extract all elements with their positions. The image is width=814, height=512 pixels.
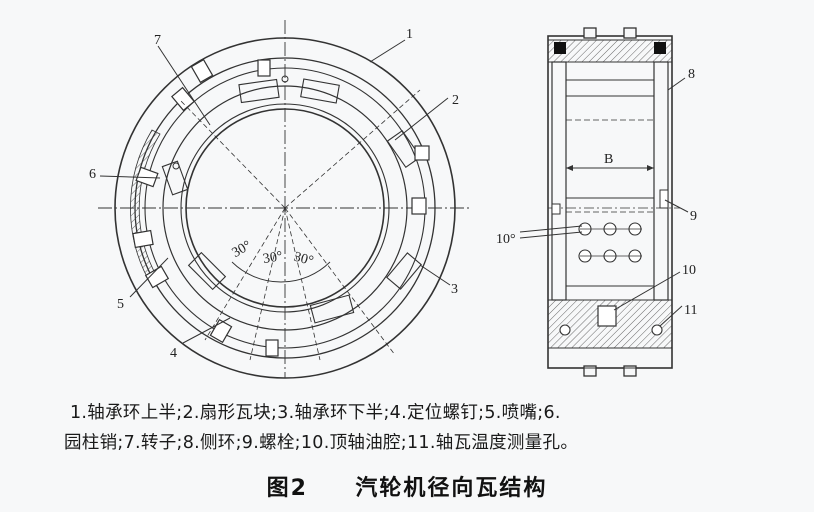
pad-inner-circle [180, 103, 390, 313]
angle-label-c: 30° [292, 250, 315, 270]
label-4: 4 [170, 346, 177, 361]
label-5: 5 [117, 297, 124, 312]
pad-gaps [161, 78, 422, 324]
side-angle-label: 10° [496, 232, 516, 247]
label-6: 6 [89, 167, 96, 182]
side-ring-right [653, 61, 669, 301]
side-ring-left [551, 61, 567, 301]
top-hatched-section [547, 39, 673, 63]
label-3: 3 [451, 282, 458, 297]
label-7: 7 [154, 33, 161, 48]
label-9: 9 [690, 209, 697, 224]
bearing-structure-diagram: 1 2 3 4 5 6 7 30° 30° 30° [89, 20, 697, 379]
side-leader-lines [613, 77, 689, 327]
pad-outer-circle [162, 85, 408, 331]
label-1: 1 [406, 27, 413, 42]
legend-line-1: 1.轴承环上半;2.扇形瓦块;3.轴承环下半;4.定位螺钉;5.喷嘴;6. [70, 403, 561, 423]
locating-blocks [132, 58, 430, 357]
rotor-circle [185, 108, 385, 308]
side-view [519, 27, 689, 377]
angle-label-a: 30° [230, 238, 254, 261]
figure-title-text: 汽轮机径向瓦结构 [355, 476, 548, 501]
bearing-ring-outer [114, 37, 456, 379]
figure-legend: 1.轴承环上半;2.扇形瓦块;3.轴承环下半;4.定位螺钉;5.喷嘴;6. 园柱… [64, 398, 790, 458]
legend-line-2: 园柱销;7.转子;8.侧环;9.螺栓;10.顶轴油腔;11.轴瓦温度测量孔。 [64, 433, 579, 453]
label-8: 8 [688, 67, 695, 82]
dimension-b-label: B [604, 152, 613, 167]
angle-label-b: 30° [262, 249, 284, 267]
figure-title: 图2 汽轮机径向瓦结构 [0, 470, 814, 502]
label-10: 10 [682, 263, 696, 278]
pivot-marker-top [281, 75, 289, 83]
angle-lines [179, 89, 421, 361]
angle-arc [231, 261, 331, 283]
front-view [98, 20, 470, 379]
label-2: 2 [452, 93, 459, 108]
figure-number: 图2 [266, 476, 308, 501]
leader-lines [99, 39, 451, 344]
pivot-marker-left [172, 162, 180, 170]
label-11: 11 [684, 303, 697, 318]
